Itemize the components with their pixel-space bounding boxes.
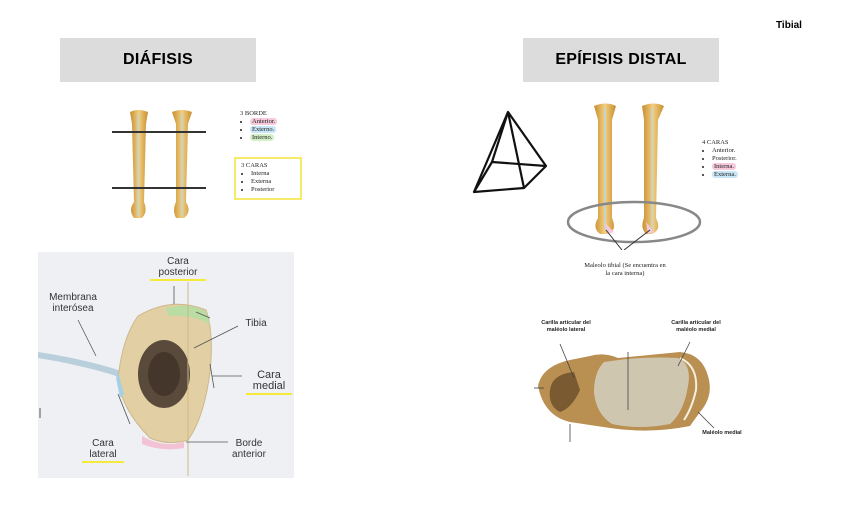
lateral-border-highlight bbox=[116, 372, 124, 398]
distal-articular-surface-panel: Carilla articular del maléolo lateral Ca… bbox=[530, 316, 752, 444]
tibia-cross-section-figure bbox=[38, 282, 242, 476]
border-item: Anterior. bbox=[250, 118, 278, 125]
interosseous-membrane bbox=[38, 352, 130, 380]
anterior-border-highlight bbox=[142, 436, 184, 450]
borders-heading: 3 BORDE bbox=[240, 110, 267, 117]
label-posterior-face: Cara posterior bbox=[150, 256, 206, 281]
pyramid-diagram bbox=[472, 110, 548, 194]
label-lateral-malleolus-facet: Carilla articular del maléolo lateral bbox=[541, 320, 591, 333]
tibia-cross-section-panel: Cara posterior Membrana interósea Tibia … bbox=[38, 252, 294, 478]
tibia-bone-right bbox=[172, 110, 192, 218]
label-medial-malleolus: Maléolo medial bbox=[702, 430, 742, 436]
distal-face-item: Externa. bbox=[712, 171, 738, 178]
distal-epiphysis-figure bbox=[566, 103, 702, 250]
label-interosseous-membrane: Membrana interósea bbox=[49, 292, 97, 314]
diaphysis-title: DIÁFISIS bbox=[60, 38, 256, 82]
distal-articular-surface-figure bbox=[534, 341, 715, 442]
border-item: Externo. bbox=[250, 126, 277, 133]
borders-list: 3 BORDE Anterior. Externo. Interno. bbox=[240, 110, 310, 142]
label-medial-face: Cara medial bbox=[246, 370, 292, 395]
border-item: Interno. bbox=[250, 134, 275, 141]
tibia-fibula-diaphysis-figure bbox=[112, 110, 206, 218]
diaphysis-faces-box: 3 CARAS Interna Externa Posterior bbox=[234, 157, 302, 200]
distal-face-item: Anterior. bbox=[712, 147, 782, 155]
distal-face-item: Interna. bbox=[712, 163, 737, 170]
face-item: Posterior bbox=[251, 186, 295, 194]
faces-heading: 3 CARAS bbox=[241, 162, 268, 169]
distal-epiphysis-title: EPÍFISIS DISTAL bbox=[523, 38, 719, 82]
label-anterior-border: Borde anterior bbox=[232, 438, 266, 460]
label-medial-malleolus-facet: Carilla articular del maléolo medial bbox=[671, 320, 721, 333]
face-item: Externa bbox=[251, 178, 295, 186]
tibia-bone-distal-left bbox=[594, 103, 616, 234]
distal-face-item: Posterior. bbox=[712, 155, 782, 163]
epiphysis-highlight-ellipse bbox=[566, 200, 702, 244]
tibia-bone-left bbox=[130, 110, 148, 218]
distal-faces-heading: 4 CARAS bbox=[702, 139, 729, 146]
face-item: Interna bbox=[251, 170, 295, 178]
tibia-bone-distal-right bbox=[642, 103, 664, 234]
articular-surface bbox=[594, 357, 689, 427]
label-lateral-face: Cara lateral bbox=[82, 438, 124, 463]
label-tibia: Tibia bbox=[245, 318, 267, 329]
malleolus-note: Maleolo tibial (Se encuentra en la cara … bbox=[584, 262, 666, 277]
corner-label: Tibial bbox=[776, 20, 802, 31]
distal-faces-list: 4 CARAS Anterior. Posterior. Interna. Ex… bbox=[702, 139, 782, 179]
